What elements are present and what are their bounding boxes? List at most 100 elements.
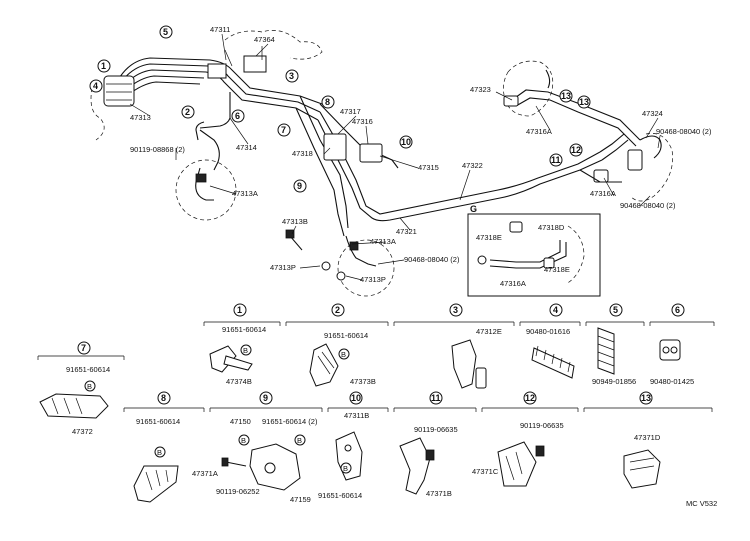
label-s7-bolt: 91651-60614	[66, 365, 110, 374]
svg-text:6: 6	[675, 305, 680, 315]
callout-13a: 13	[559, 89, 573, 103]
label-s8-bolt: 91651-60614	[136, 417, 180, 426]
svg-text:B: B	[157, 448, 162, 457]
label-s2-part: 47373B	[350, 377, 376, 386]
main-labels: 47311 47364 47313 47314 47317 47316 4731…	[130, 25, 712, 288]
svg-text:B: B	[341, 350, 346, 359]
callout-2: 2	[181, 105, 195, 119]
svg-text:1: 1	[237, 305, 242, 315]
label-g-47318E-b: 47318E	[544, 265, 570, 274]
svg-text:7: 7	[81, 343, 86, 353]
label-47316: 47316	[352, 117, 373, 126]
svg-text:B: B	[241, 436, 246, 445]
label-s11-bolt: 90119-06635	[414, 425, 458, 434]
label-s6-part: 90480-01425	[650, 377, 694, 386]
svg-text:3: 3	[453, 305, 458, 315]
callout-11: 11	[549, 153, 563, 167]
label-47313P-a: 47313P	[270, 263, 296, 272]
label-s5-part: 90949-01856	[592, 377, 636, 386]
callout-7: 7	[277, 123, 291, 137]
label-s9-b: 90119-06252	[216, 487, 260, 496]
svg-text:12: 12	[525, 393, 535, 403]
callout-13b: 13	[577, 95, 591, 109]
svg-text:10: 10	[351, 393, 361, 403]
label-47313B: 47313B	[282, 217, 308, 226]
svg-text:5: 5	[613, 305, 618, 315]
label-90468-r2: 90468-08040 (2)	[620, 201, 676, 210]
callout-1: 1	[97, 59, 111, 73]
label-47364: 47364	[254, 35, 275, 44]
label-47316A-b: 47316A	[590, 189, 616, 198]
label-s9-c: 47159	[290, 495, 311, 504]
leader-lines	[129, 33, 661, 281]
footer-code: MC V532	[686, 499, 717, 508]
subassembly-row-1: 1 2 3 4 5 6 91651-60614 B 47374B 91651-6…	[37, 303, 715, 436]
svg-text:6: 6	[235, 111, 240, 121]
label-47316A-a: 47316A	[526, 127, 552, 136]
label-90468-mid: 90468-08040 (2)	[404, 255, 460, 264]
label-47313A-mid: 47313A	[370, 237, 396, 246]
svg-text:13: 13	[641, 393, 651, 403]
svg-text:7: 7	[281, 125, 286, 135]
label-s3-part: 47312E	[476, 327, 502, 336]
label-47323: 47323	[470, 85, 491, 94]
label-g-47318D: 47318D	[538, 223, 565, 232]
label-s7-part: 47372	[72, 427, 93, 436]
svg-text:B: B	[297, 436, 302, 445]
callout-9: 9	[293, 179, 307, 193]
label-s9-a: 47150	[230, 417, 251, 426]
label-s4-part: 90480-01616	[526, 327, 570, 336]
main-assembly	[90, 30, 673, 297]
detail-g-letter: G	[470, 204, 477, 214]
label-s8-part: 47371A	[192, 469, 218, 478]
label-s2-bolt: 91651-60614	[324, 331, 368, 340]
label-s1-part: 47374B	[226, 377, 252, 386]
callout-6: 6	[231, 109, 245, 123]
label-47313A-top: 47313A	[232, 189, 258, 198]
subassembly-row-2: 8 9 10 11 12 13 91651-60614 B 47371A 471…	[123, 391, 717, 508]
label-47317: 47317	[340, 107, 361, 116]
svg-text:10: 10	[401, 137, 411, 147]
svg-text:11: 11	[431, 393, 441, 403]
label-47321: 47321	[396, 227, 417, 236]
svg-text:2: 2	[335, 305, 340, 315]
callout-4: 4	[89, 79, 103, 93]
callout-3: 3	[285, 69, 299, 83]
svg-text:1: 1	[101, 61, 106, 71]
label-47313: 47313	[130, 113, 151, 122]
svg-text:B: B	[243, 346, 248, 355]
svg-text:3: 3	[289, 71, 294, 81]
svg-text:8: 8	[325, 97, 330, 107]
svg-text:8: 8	[161, 393, 166, 403]
svg-text:9: 9	[263, 393, 268, 403]
label-s1-bolt: 91651-60614	[222, 325, 266, 334]
svg-text:4: 4	[93, 81, 98, 91]
label-s9-bolt: 91651-60614 (2)	[262, 417, 318, 426]
main-callouts: 1 4 5 2 6 3 7 8 10 9 13 13 11 12	[89, 25, 591, 193]
callout-12: 12	[569, 143, 583, 157]
label-47318: 47318	[292, 149, 313, 158]
svg-text:5: 5	[163, 27, 168, 37]
label-s10-bolt: 91651-60614	[318, 491, 362, 500]
label-47313P-b: 47313P	[360, 275, 386, 284]
svg-text:13: 13	[561, 91, 571, 101]
svg-text:12: 12	[571, 145, 581, 155]
callout-5: 5	[159, 25, 173, 39]
label-47314: 47314	[236, 143, 257, 152]
callout-8: 8	[321, 95, 335, 109]
svg-text:B: B	[87, 382, 92, 391]
label-47324: 47324	[642, 109, 663, 118]
svg-text:B: B	[343, 464, 348, 473]
svg-text:4: 4	[553, 305, 558, 315]
label-47322: 47322	[462, 161, 483, 170]
label-47315: 47315	[418, 163, 439, 172]
callout-10: 10	[399, 135, 413, 149]
label-g-47316A: 47316A	[500, 279, 526, 288]
label-s12-bolt: 90119-06635	[520, 421, 564, 430]
label-47311: 47311	[210, 25, 230, 34]
label-s12-part: 47371C	[472, 467, 499, 476]
svg-text:2: 2	[185, 107, 190, 117]
svg-text:9: 9	[297, 181, 302, 191]
svg-text:11: 11	[551, 155, 561, 165]
